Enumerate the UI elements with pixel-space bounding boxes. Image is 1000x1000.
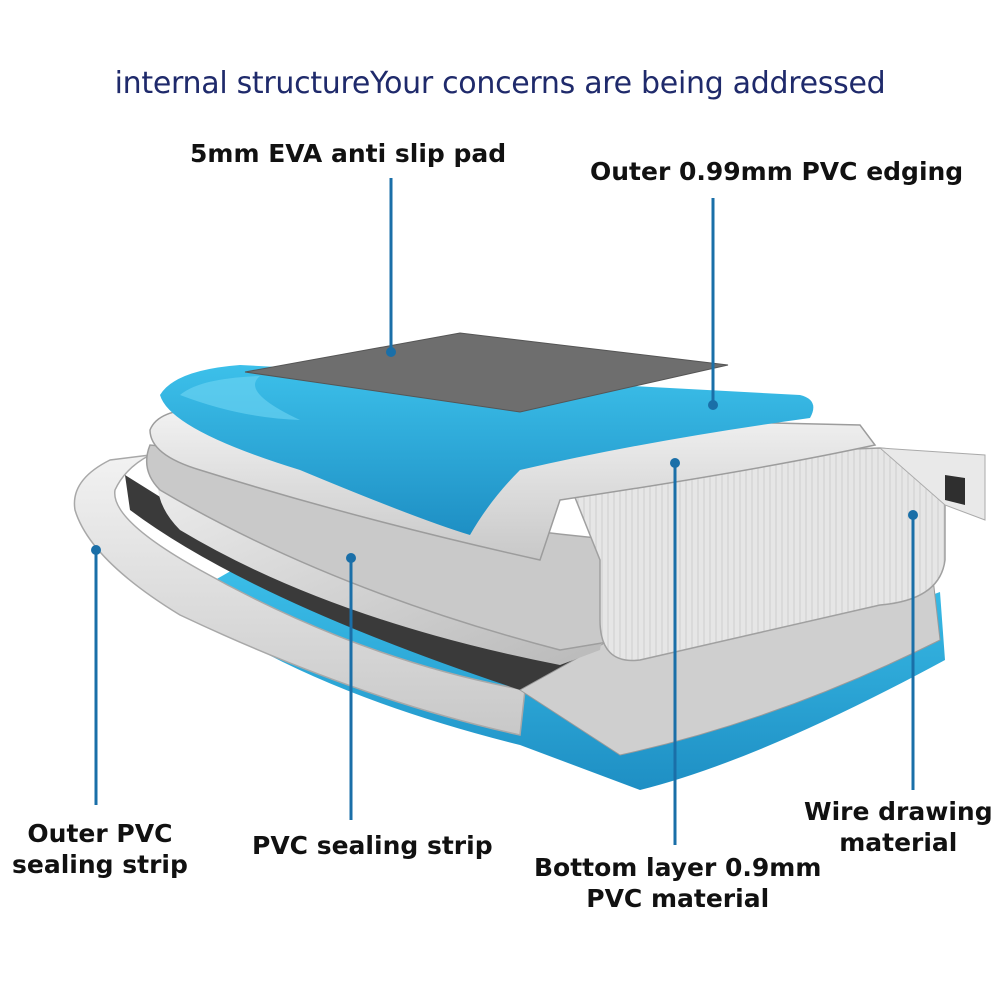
wire-block-dark-band: [945, 475, 965, 505]
leader-dot-outer-sealing: [91, 545, 101, 555]
label-eva-pad: 5mm EVA anti slip pad: [190, 138, 506, 169]
label-pvc-sealing: PVC sealing strip: [252, 830, 493, 861]
label-bottom-layer-line1: Bottom layer 0.9mm: [534, 852, 821, 883]
label-outer-sealing: Outer PVC sealing strip: [12, 818, 188, 880]
label-bottom-layer-line2: PVC material: [534, 883, 821, 914]
leader-dot-pvc-sealing: [346, 553, 356, 563]
leader-dot-bottom-layer: [670, 458, 680, 468]
label-outer-sealing-line1: Outer PVC: [12, 818, 188, 849]
leader-dot-eva-pad: [386, 347, 396, 357]
label-wire-drawing: Wire drawing material: [804, 796, 993, 858]
label-outer-sealing-line2: sealing strip: [12, 849, 188, 880]
label-outer-edging: Outer 0.99mm PVC edging: [590, 156, 963, 187]
leader-dot-outer-edging: [708, 400, 718, 410]
label-wire-drawing-line1: Wire drawing: [804, 796, 993, 827]
leader-dot-wire-drawing: [908, 510, 918, 520]
label-wire-drawing-line2: material: [804, 827, 993, 858]
label-bottom-layer: Bottom layer 0.9mm PVC material: [534, 852, 821, 914]
